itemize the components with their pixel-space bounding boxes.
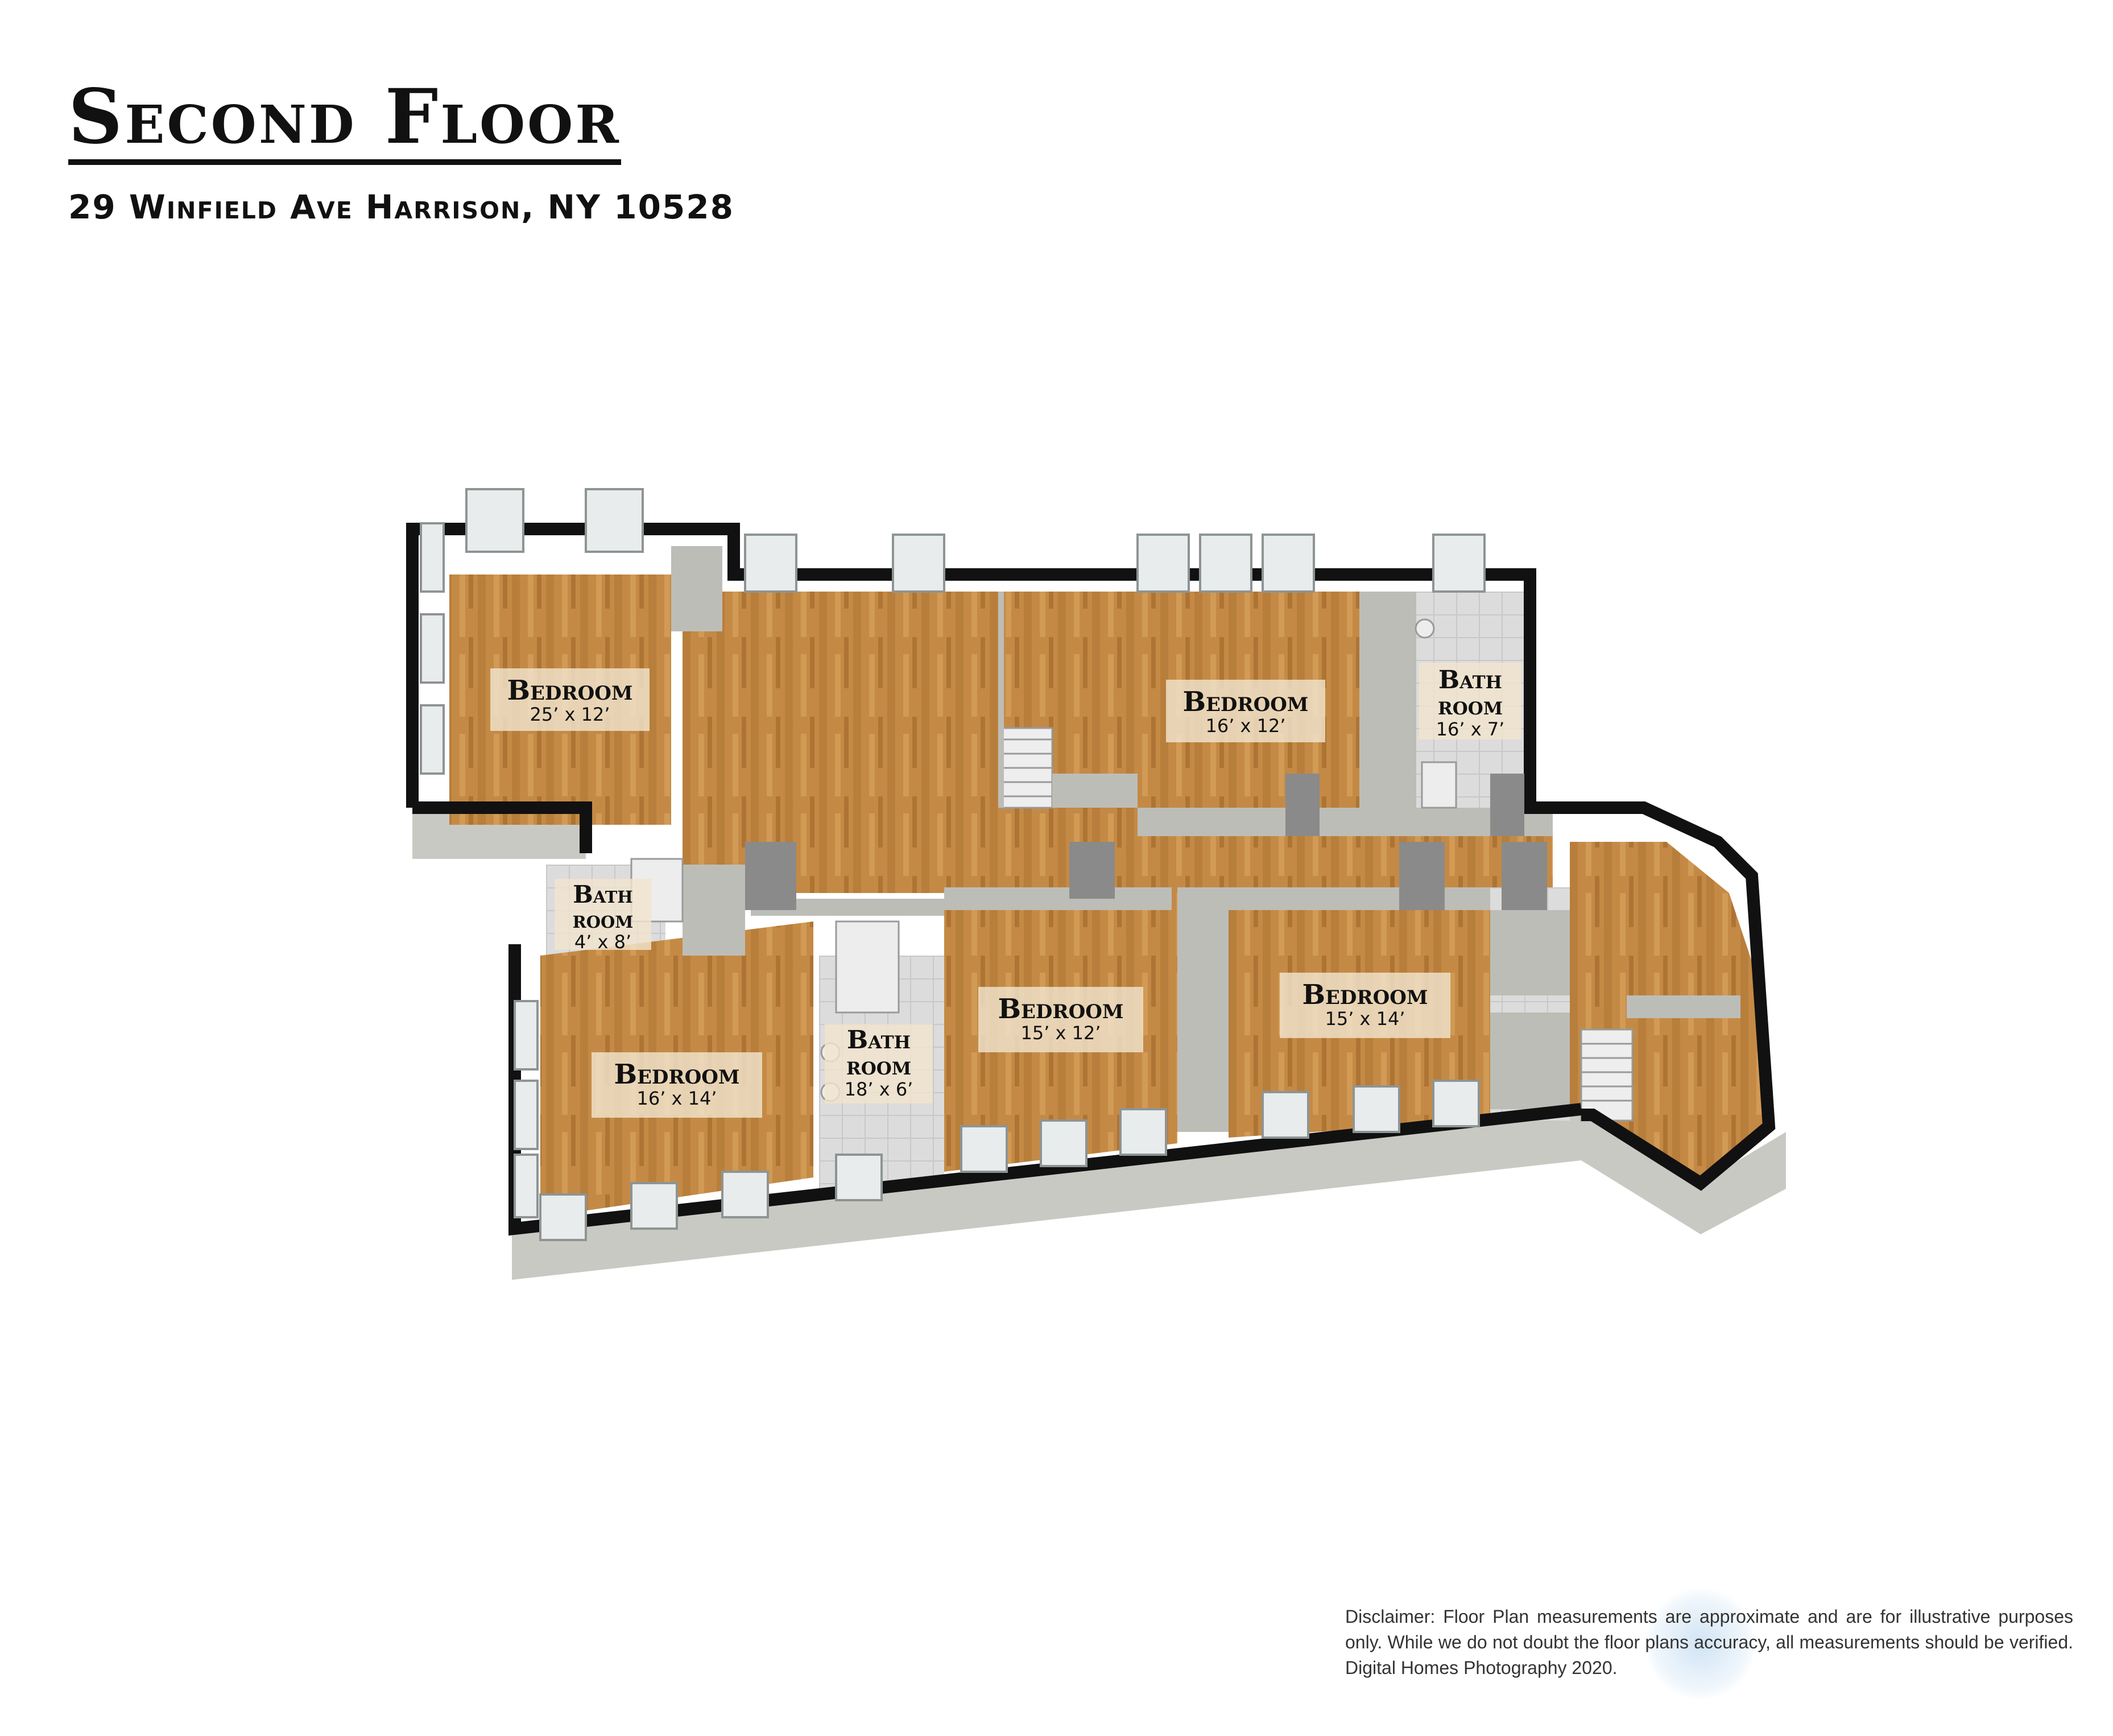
room-dimensions: 25’ x 12’ bbox=[530, 704, 610, 726]
interior-walls bbox=[671, 546, 1740, 1132]
room-label-bedroom: Bedroom 16’ x 12’ bbox=[1166, 680, 1325, 742]
room-name: Bedroom bbox=[1302, 979, 1428, 1011]
doors bbox=[745, 774, 1547, 910]
room-dimensions: 15’ x 14’ bbox=[1325, 1008, 1405, 1030]
room-label-bedroom: Bedroom 16’ x 14’ bbox=[592, 1052, 762, 1118]
room-dimensions: 16’ x 12’ bbox=[1205, 715, 1286, 737]
room-label-bath: Bath room 18’ x 6’ bbox=[825, 1024, 933, 1103]
room-label-bath: Bath room 16’ x 7’ bbox=[1419, 663, 1521, 739]
room-label-bath: Bath room 4’ x 8’ bbox=[555, 879, 651, 953]
stairs-east bbox=[1580, 1028, 1634, 1122]
room-label-bedroom: Bedroom 15’ x 12’ bbox=[978, 987, 1143, 1052]
room-name: Bedroom bbox=[507, 675, 633, 706]
room-name: Bedroom bbox=[998, 993, 1124, 1025]
room-name: Bedroom bbox=[614, 1059, 740, 1090]
page-title: Second Floor bbox=[68, 80, 621, 165]
room-dimensions: 16’ x 14’ bbox=[636, 1088, 717, 1110]
watermark-logo bbox=[1647, 1587, 1755, 1701]
exterior-wall-faces bbox=[412, 808, 1786, 1280]
windows bbox=[420, 488, 1486, 1241]
room-label-bedroom: Bedroom 25’ x 12’ bbox=[490, 668, 650, 731]
room-dimensions: 16’ x 7’ bbox=[1436, 718, 1505, 741]
property-address: 29 Winfield Ave Harrison, NY 10528 bbox=[68, 188, 734, 226]
room-name: Bath room bbox=[1437, 666, 1503, 721]
room-name: Bath room bbox=[572, 881, 634, 934]
room-name: Bedroom bbox=[1182, 686, 1309, 718]
room-dimensions: 4’ x 8’ bbox=[574, 931, 632, 953]
stairs-north bbox=[1000, 727, 1053, 809]
room-name: Bath room bbox=[846, 1026, 912, 1081]
room-dimensions: 18’ x 6’ bbox=[844, 1078, 913, 1101]
room-dimensions: 15’ x 12’ bbox=[1020, 1022, 1101, 1044]
room-label-bedroom: Bedroom 15’ x 14’ bbox=[1280, 973, 1450, 1038]
disclaimer-text: Disclaimer: Floor Plan measurements are … bbox=[1345, 1606, 2073, 1678]
